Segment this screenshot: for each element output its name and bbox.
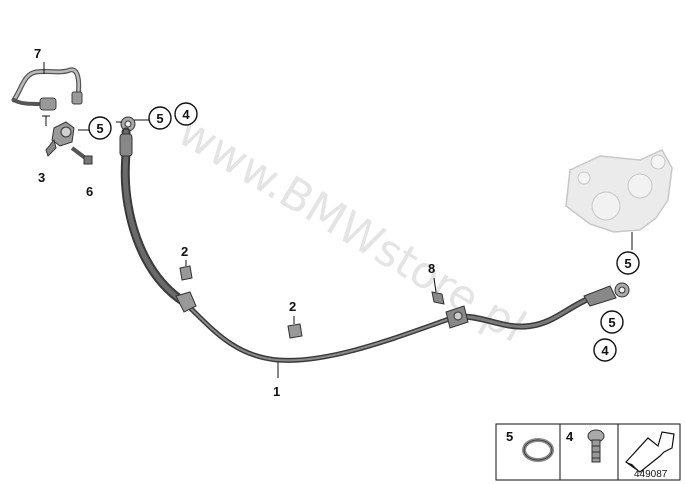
direction-arrow-icon — [625, 431, 675, 473]
hose-end-fitting — [583, 282, 630, 307]
circled-callout-5-top: 5 — [148, 106, 172, 130]
svg-text:5: 5 — [608, 315, 615, 330]
hose-ferrule-top — [119, 133, 133, 157]
legend-bolt: 4 — [566, 429, 605, 463]
callout-7: 7 — [34, 46, 41, 61]
svg-text:4: 4 — [182, 107, 190, 122]
legend-washer-label: 5 — [506, 429, 513, 444]
callout-2-lower: 2 — [289, 299, 296, 314]
hose-union-junction — [445, 305, 469, 329]
guide-lines-7-3 — [42, 62, 92, 131]
svg-text:5: 5 — [96, 121, 103, 136]
hose-clip-2-upper — [179, 260, 193, 281]
circled-callout-5-lower-right: 5 — [600, 310, 624, 334]
hose-sleeve-lower — [175, 291, 197, 313]
callout-2-upper: 2 — [181, 244, 188, 259]
diagram-number: 449087 — [634, 469, 668, 480]
circled-callout-4-top: 4 — [174, 102, 198, 126]
hose-clip-2-lower — [287, 316, 303, 339]
svg-text:5: 5 — [624, 256, 631, 271]
brake-caliper — [565, 149, 673, 233]
bleeder-screw-8 — [431, 277, 445, 305]
circled-callout-5-left: 5 — [88, 116, 112, 140]
brake-pipe-7 — [11, 67, 83, 111]
callout-3: 3 — [38, 170, 45, 185]
legend-bolt-label: 4 — [566, 429, 574, 444]
bolt-6 — [70, 146, 93, 165]
svg-text:5: 5 — [156, 111, 163, 126]
callout-1: 1 — [273, 384, 280, 399]
svg-text:4: 4 — [601, 343, 609, 358]
circled-callout-4-lower-right: 4 — [593, 338, 617, 362]
banjo-fitting-top — [116, 116, 150, 132]
circled-callout-5-caliper: 5 — [616, 251, 640, 275]
callout-6: 6 — [86, 184, 93, 199]
legend-washer: 5 — [506, 429, 554, 462]
valve-3 — [45, 121, 75, 157]
callout-8: 8 — [428, 261, 435, 276]
